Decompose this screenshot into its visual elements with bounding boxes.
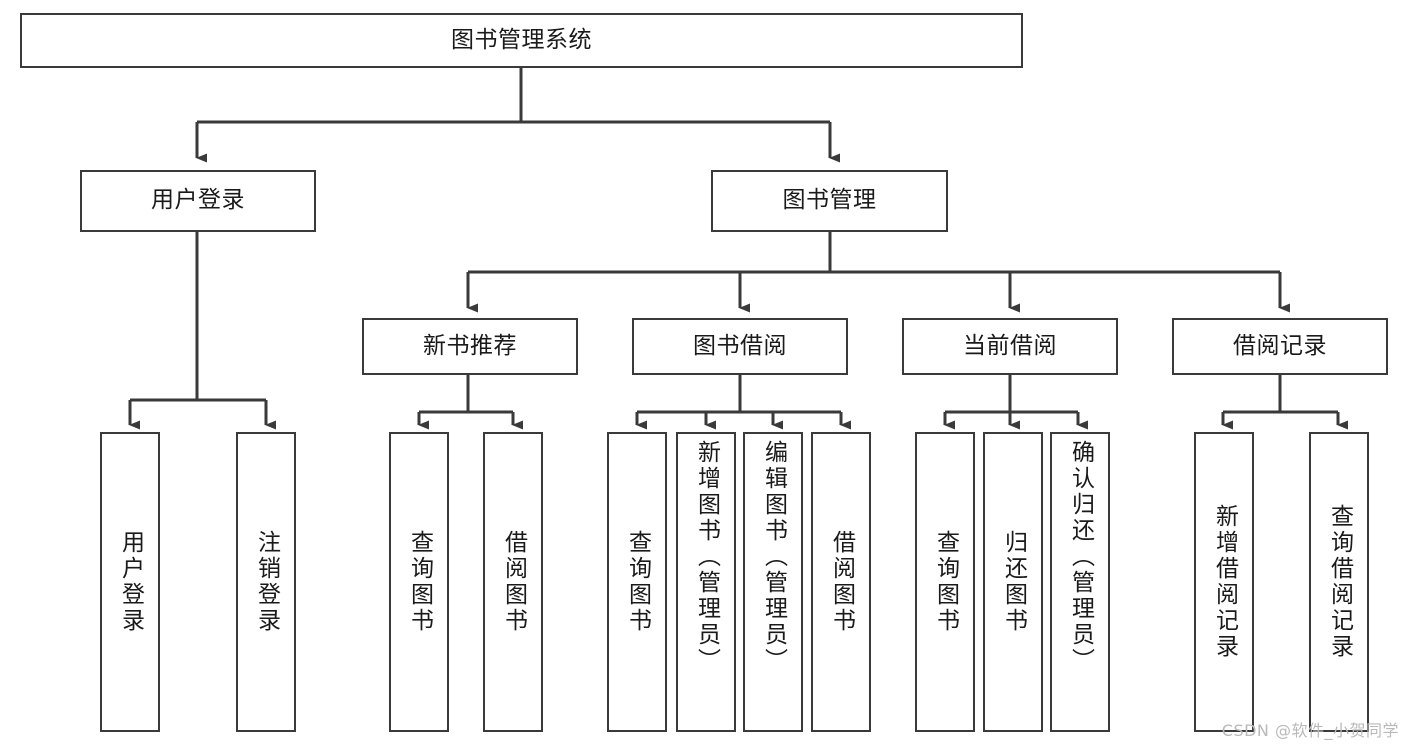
leaf-borrow-query-book[interactable]: 查询图书 [607, 432, 667, 732]
leaf-current-return-book[interactable]: 归还图书 [983, 432, 1043, 732]
node-current-borrow[interactable]: 当前借阅 [902, 318, 1118, 375]
node-label: 用户登录 [117, 530, 144, 634]
leaf-user-login-login[interactable]: 用户登录 [100, 432, 160, 732]
node-label: 新书推荐 [423, 332, 517, 359]
node-label: 用户登录 [151, 187, 245, 214]
leaf-borrow-add-book[interactable]: 新增图书（管理员） [676, 432, 736, 732]
node-book-management[interactable]: 图书管理 [711, 170, 948, 232]
node-book-borrow[interactable]: 图书借阅 [632, 318, 848, 375]
csdn-watermark: CSDN @软件_小贺同学 [1221, 721, 1399, 740]
node-label: 当前借阅 [963, 332, 1057, 359]
leaf-current-query-book[interactable]: 查询图书 [915, 432, 975, 732]
node-label: 新增图书（管理员） [693, 440, 720, 674]
node-label: 查询图书 [406, 530, 433, 634]
node-label: 借阅记录 [1233, 332, 1327, 359]
leaf-borrow-borrow-book[interactable]: 借阅图书 [811, 432, 871, 732]
leaf-borrow-edit-book[interactable]: 编辑图书（管理员） [743, 432, 803, 732]
node-label: 图书借阅 [693, 332, 787, 359]
leaf-records-query-record[interactable]: 查询借阅记录 [1309, 432, 1369, 732]
leaf-user-login-logout[interactable]: 注销登录 [236, 432, 296, 732]
node-label: 借阅图书 [828, 530, 855, 634]
node-label: 编辑图书（管理员） [760, 440, 787, 674]
node-label: 归还图书 [1000, 530, 1027, 634]
node-label: 注销登录 [253, 530, 280, 634]
node-new-book-recommend[interactable]: 新书推荐 [362, 318, 578, 375]
node-label: 查询借阅记录 [1326, 504, 1353, 660]
leaf-records-add-record[interactable]: 新增借阅记录 [1194, 432, 1254, 732]
node-label: 查询图书 [932, 530, 959, 634]
node-root-system[interactable]: 图书管理系统 [20, 13, 1023, 68]
leaf-new-book-query[interactable]: 查询图书 [389, 432, 449, 732]
leaf-current-confirm-return[interactable]: 确认归还（管理员） [1050, 432, 1110, 732]
node-label: 确认归还（管理员） [1067, 440, 1094, 674]
node-label: 查询图书 [624, 530, 651, 634]
node-user-login[interactable]: 用户登录 [80, 170, 316, 232]
node-borrow-records[interactable]: 借阅记录 [1172, 318, 1388, 375]
node-label: 借阅图书 [500, 530, 527, 634]
node-label: 图书管理 [782, 187, 877, 214]
node-label: 图书管理系统 [451, 26, 592, 53]
leaf-new-book-borrow[interactable]: 借阅图书 [483, 432, 543, 732]
node-label: 新增借阅记录 [1211, 504, 1238, 660]
